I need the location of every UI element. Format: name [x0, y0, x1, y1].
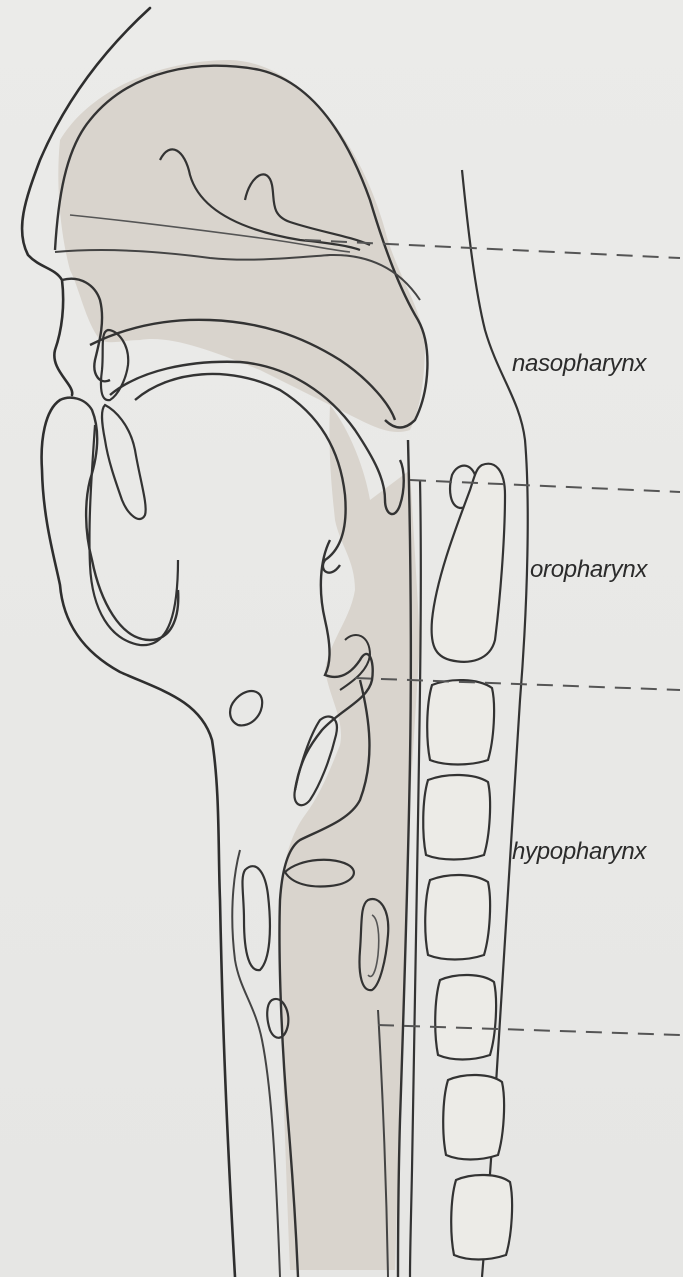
anterior-neck-structures	[232, 850, 280, 1277]
vertebra-c5	[425, 875, 490, 960]
label-hypopharynx: hypopharynx	[512, 838, 646, 866]
vertebra-c4	[423, 775, 490, 860]
lower-incisor	[102, 405, 146, 519]
boundary-line-hypopharynx-bottom	[378, 1025, 680, 1035]
label-oropharynx: oropharynx	[530, 556, 647, 584]
lower-lip	[60, 398, 178, 640]
vertebra-c3	[427, 680, 494, 764]
mandible-outline	[89, 425, 178, 645]
vertebra-c6	[435, 975, 496, 1060]
tongue-outline	[135, 374, 346, 573]
vertebra-c2	[432, 464, 505, 662]
hyoid-bone	[230, 691, 262, 725]
thyroid-gland-upper	[242, 866, 269, 970]
vertebra-t1	[451, 1175, 512, 1260]
vertebra-c7	[443, 1075, 504, 1160]
label-nasopharynx: nasopharynx	[512, 350, 646, 378]
